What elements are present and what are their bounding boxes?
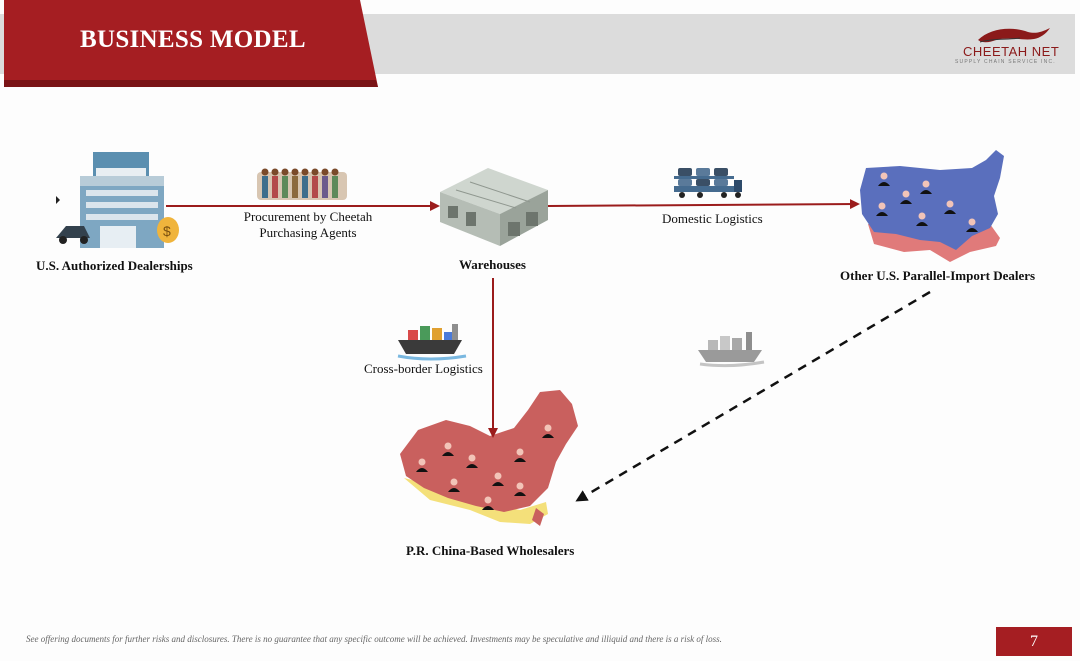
warehouse-icon <box>440 168 548 246</box>
edge-label-procurement-line1: Procurement by Cheetah <box>243 209 373 224</box>
usa-map-icon <box>860 150 1004 262</box>
car-carrier-truck-icon <box>674 168 742 198</box>
node-label-warehouses: Warehouses <box>459 257 526 272</box>
edge-label-domestic: Domestic Logistics <box>662 211 763 226</box>
dealership-building-icon: $ <box>56 152 179 248</box>
title-banner <box>4 0 378 87</box>
edge-label-procurement: Procurement by Cheetah Purchasing Agents <box>236 209 380 241</box>
footer-disclaimer: See offering documents for further risks… <box>26 634 722 644</box>
cheetah-logo-icon <box>978 28 1050 43</box>
node-label-parallel-dealers: Other U.S. Parallel-Import Dealers <box>840 268 1036 283</box>
node-label-dealerships: U.S. Authorized Dealerships <box>36 258 193 273</box>
svg-text:$: $ <box>163 223 171 239</box>
arrow-domestic-logistics <box>547 199 860 210</box>
edge-label-procurement-line2: Purchasing Agents <box>259 225 357 240</box>
page-number: 7 <box>996 627 1072 656</box>
logo-name: CHEETAH NET <box>963 44 1060 59</box>
arrow-parallel-export <box>575 290 931 502</box>
china-map-icon <box>400 390 578 526</box>
gray-cargo-ship-icon <box>698 332 765 368</box>
purchasing-agents-icon <box>257 168 347 200</box>
page-title: BUSINESS MODEL <box>80 26 306 53</box>
cargo-ship-icon <box>397 324 467 361</box>
edge-label-cross-border: Cross-border Logistics <box>364 361 483 376</box>
node-label-wholesalers: P.R. China-Based Wholesalers <box>406 543 575 558</box>
logo-tagline: SUPPLY CHAIN SERVICE INC. <box>955 59 1056 65</box>
